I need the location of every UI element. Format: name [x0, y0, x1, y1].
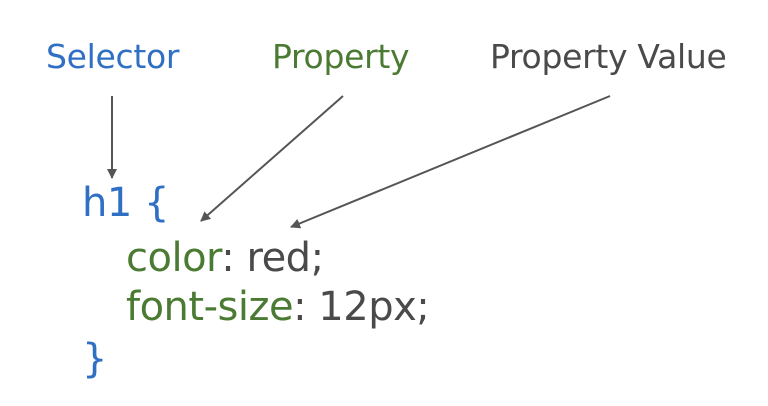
code-colon: :: [293, 284, 307, 330]
code-line-selector: h1 {: [82, 180, 169, 226]
code-colon: :: [221, 235, 235, 281]
code-property-font-size: font-size: [126, 284, 294, 330]
code-line-font-size: font-size: 12px;: [126, 284, 430, 330]
code-line-close: }: [82, 336, 107, 382]
code-line-color: color: red;: [126, 235, 324, 281]
code-value-12px: 12px;: [318, 284, 430, 330]
property-label: Property: [272, 37, 410, 76]
code-value-red: red;: [246, 235, 325, 281]
property-value-arrow: [290, 95, 611, 229]
code-selector: h1: [82, 180, 132, 226]
code-close-brace: }: [82, 336, 107, 382]
code-open-brace: {: [144, 180, 169, 226]
property-arrow: [200, 95, 344, 222]
code-property-color: color: [126, 235, 222, 281]
property-value-label: Property Value: [490, 37, 727, 76]
selector-label: Selector: [46, 37, 180, 76]
